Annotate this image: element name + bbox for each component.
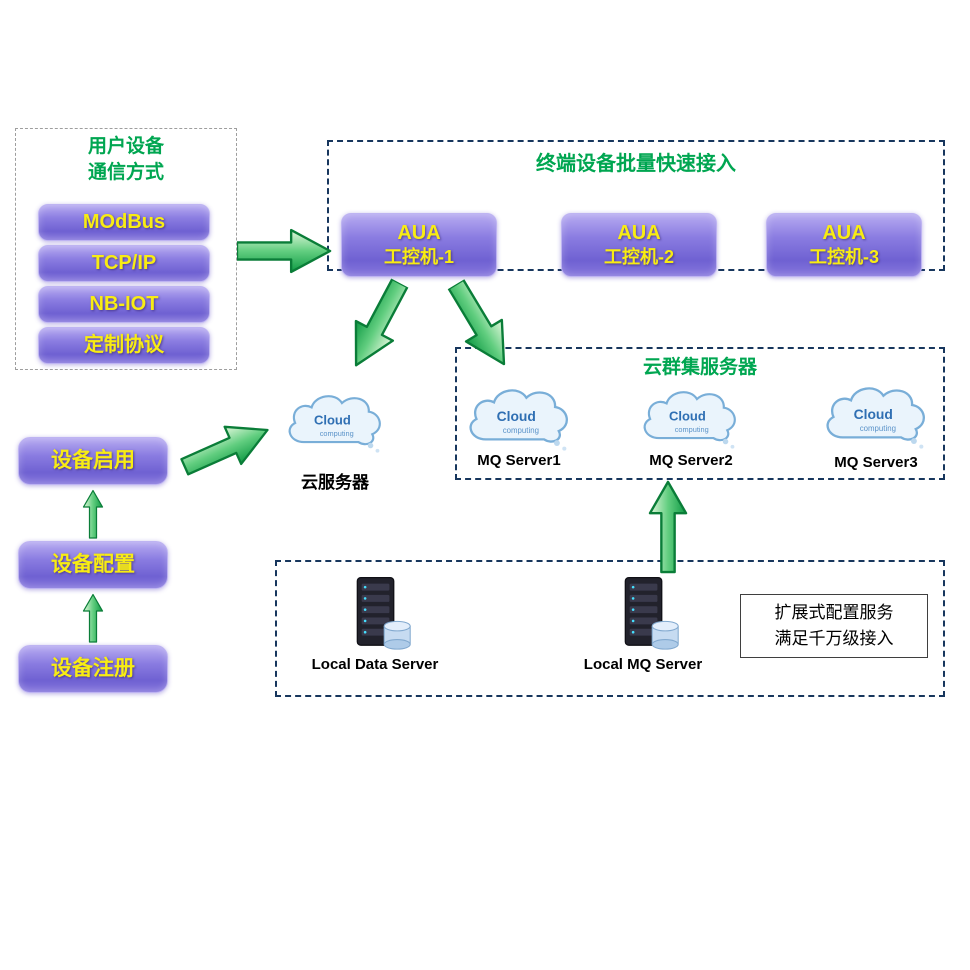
cloud-subword: computing <box>320 429 354 438</box>
mq-server3-label: MQ Server3 <box>834 454 918 471</box>
node-aua-line1: AUA <box>397 222 441 245</box>
node-aua-ipc-3: AUA 工控机-3 <box>766 213 922 277</box>
comm-item-label: TCP/IP <box>91 252 157 274</box>
cloud-subword: computing <box>503 426 539 435</box>
comm-item-modbus: MOdBus <box>38 204 210 241</box>
cloud-bubble <box>722 438 729 445</box>
cloud-bubble <box>730 444 735 449</box>
arrow-localmq-to-mq2 <box>648 480 688 574</box>
scalability-note-line1: 扩展式配置服务 <box>774 603 894 622</box>
cloud-bubble <box>553 440 560 447</box>
cloud-icon-main: Cloud computing <box>288 395 381 453</box>
arrow-register-to-config <box>82 593 104 643</box>
comm-item-nbiot: NB-IOT <box>38 286 210 323</box>
terminal-panel-title: 终端设备批量快速接入 <box>536 153 736 175</box>
comm-panel-title: 用户设备 通信方式 <box>15 134 237 186</box>
mq-server2-label: MQ Server2 <box>649 452 733 469</box>
arrow-enable-to-cloud <box>180 425 269 476</box>
scalability-note-line2: 满足千万级接入 <box>774 629 894 648</box>
node-aua-ipc-1: AUA 工控机-1 <box>341 213 497 277</box>
arrow-config-to-enable <box>82 489 104 539</box>
cloud-icon-mq3: Cloud computing <box>826 387 925 449</box>
cloud-bubble <box>562 446 567 451</box>
cloud-icon-mq1: Cloud computing <box>469 389 568 451</box>
cluster-panel-title: 云群集服务器 <box>642 357 757 378</box>
node-aua-line2: 工控机-1 <box>383 247 454 268</box>
workflow-step-label: 设备启用 <box>51 448 135 472</box>
comm-item-label: MOdBus <box>82 211 166 233</box>
cloud-bubble <box>910 438 917 445</box>
node-aua-ipc-2: AUA 工控机-2 <box>561 213 717 277</box>
arrow-aua1-to-mq <box>447 278 506 366</box>
cloud-subword: computing <box>860 424 896 433</box>
server-tower-icon <box>356 576 411 650</box>
cloud-word: Cloud <box>497 408 536 424</box>
workflow-step-label: 设备配置 <box>51 552 135 576</box>
cloud-icon-mq2: Cloud computing <box>643 391 736 449</box>
cloud-subword: computing <box>675 425 709 434</box>
arrow-aua1-to-cloud <box>354 277 409 367</box>
node-aua-line1: AUA <box>822 222 866 245</box>
local-data-server-label: Local Data Server <box>311 656 439 673</box>
comm-panel-title-line1: 用户设备 <box>87 136 164 157</box>
cloud-server-label: 云服务器 <box>301 473 369 492</box>
workflow-step-register: 设备注册 <box>18 645 168 693</box>
comm-item-label: 定制协议 <box>84 334 164 356</box>
cloud-word: Cloud <box>669 409 706 424</box>
cloud-bubble <box>367 442 374 449</box>
scalability-note: 扩展式配置服务 满足千万级接入 <box>740 594 928 658</box>
cluster-panel <box>455 347 945 480</box>
workflow-step-label: 设备注册 <box>51 656 135 680</box>
cloud-word: Cloud <box>314 413 351 428</box>
cloud-word: Cloud <box>854 406 893 422</box>
cloud-bubble <box>919 444 924 449</box>
comm-panel-title-line2: 通信方式 <box>87 162 164 183</box>
server-tower-icon <box>624 576 679 650</box>
cloud-bubble <box>375 448 380 453</box>
arrow-comm-to-aua1 <box>237 228 332 274</box>
comm-item-label: NB-IOT <box>89 293 159 315</box>
workflow-step-configure: 设备配置 <box>18 541 168 589</box>
comm-item-custom-protocol: 定制协议 <box>38 327 210 364</box>
local-mq-server-label: Local MQ Server <box>583 656 703 673</box>
local-server-panel <box>275 560 945 697</box>
comm-item-tcpip: TCP/IP <box>38 245 210 282</box>
node-aua-line2: 工控机-2 <box>603 247 674 268</box>
node-aua-line1: AUA <box>617 222 661 245</box>
workflow-step-enable: 设备启用 <box>18 437 168 485</box>
node-aua-line2: 工控机-3 <box>808 247 879 268</box>
mq-server1-label: MQ Server1 <box>477 452 561 469</box>
